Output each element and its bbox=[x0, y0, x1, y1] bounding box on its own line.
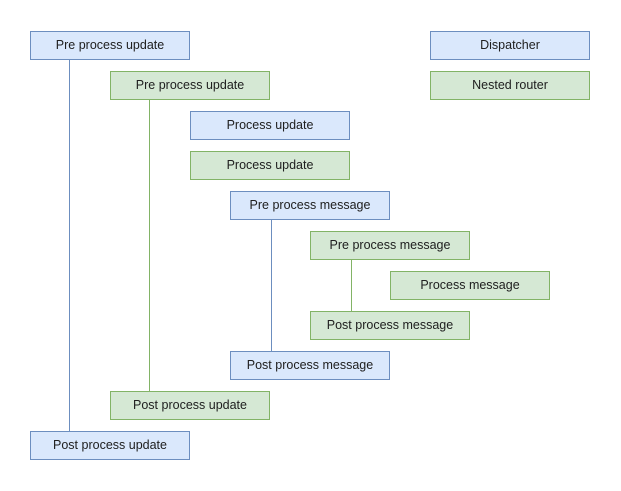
connector-pre-process-message-dispatcher-to-post-process-message-dispatcher bbox=[271, 220, 272, 351]
node-router-process-message[interactable]: Process message bbox=[390, 271, 550, 300]
node-dispatcher-pre-process-message[interactable]: Pre process message bbox=[230, 191, 390, 220]
node-router-process-update[interactable]: Process update bbox=[190, 151, 350, 180]
node-dispatcher-process-update[interactable]: Process update bbox=[190, 111, 350, 140]
node-dispatcher-post-process-message[interactable]: Post process message bbox=[230, 351, 390, 380]
connector-pre-process-message-router-to-post-process-message-router bbox=[351, 260, 352, 311]
legend-item-nested-router[interactable]: Nested router bbox=[430, 71, 590, 100]
node-dispatcher-post-process-update[interactable]: Post process update bbox=[30, 431, 190, 460]
node-router-pre-process-message[interactable]: Pre process message bbox=[310, 231, 470, 260]
node-router-pre-process-update[interactable]: Pre process update bbox=[110, 71, 270, 100]
node-router-post-process-message[interactable]: Post process message bbox=[310, 311, 470, 340]
connector-pre-process-update-dispatcher-to-post-process-update-dispatcher bbox=[69, 60, 70, 431]
legend-item-dispatcher[interactable]: Dispatcher bbox=[430, 31, 590, 60]
node-router-post-process-update[interactable]: Post process update bbox=[110, 391, 270, 420]
connector-pre-process-update-router-to-post-process-update-router bbox=[149, 100, 150, 391]
node-dispatcher-pre-process-update[interactable]: Pre process update bbox=[30, 31, 190, 60]
